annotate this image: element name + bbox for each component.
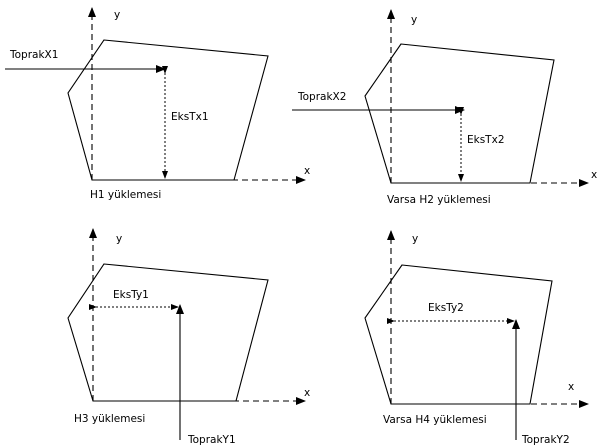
- foundation-outline: [67, 263, 269, 402]
- eccentricity-label: EksTy2: [428, 302, 464, 314]
- load-case-caption: H3 yüklemesi: [74, 413, 145, 425]
- x-axis-label: x: [304, 165, 310, 177]
- load-label: ToprakY1: [187, 434, 236, 446]
- y-axis-label: y: [114, 9, 120, 21]
- x-axis-label: x: [304, 387, 310, 399]
- load-label: ToprakY2: [521, 434, 570, 446]
- foundation-outline: [364, 43, 555, 184]
- panel-h3: x y ToprakY1 EksTy1 H3 yüklemesi: [67, 228, 310, 446]
- y-axis-label: y: [116, 233, 122, 245]
- panel-h1: x y ToprakX1 EksTx1 H1 yüklemesi: [5, 7, 310, 201]
- load-case-caption: Varsa H2 yüklemesi: [387, 194, 491, 206]
- eccentricity-label: EksTx1: [171, 111, 209, 123]
- foundation-outline: [364, 264, 553, 405]
- load-case-caption: Varsa H4 yüklemesi: [383, 414, 487, 426]
- eccentricity-label: EksTx2: [467, 134, 505, 146]
- panel-h2: x y ToprakX2 EksTx2 Varsa H2 yüklemesi: [292, 9, 597, 206]
- load-case-caption: H1 yüklemesi: [90, 189, 161, 201]
- x-axis-label: x: [591, 169, 597, 181]
- load-label: ToprakX2: [297, 91, 346, 103]
- foundation-outline: [67, 39, 269, 181]
- y-axis-label: y: [411, 14, 417, 26]
- eccentricity-label: EksTy1: [113, 289, 149, 301]
- y-axis-label: y: [412, 233, 418, 245]
- load-label: ToprakX1: [9, 49, 58, 61]
- panel-h4: x y ToprakY2 EksTy2 Varsa H4 yüklemesi: [364, 230, 589, 446]
- x-axis-label: x: [568, 381, 574, 393]
